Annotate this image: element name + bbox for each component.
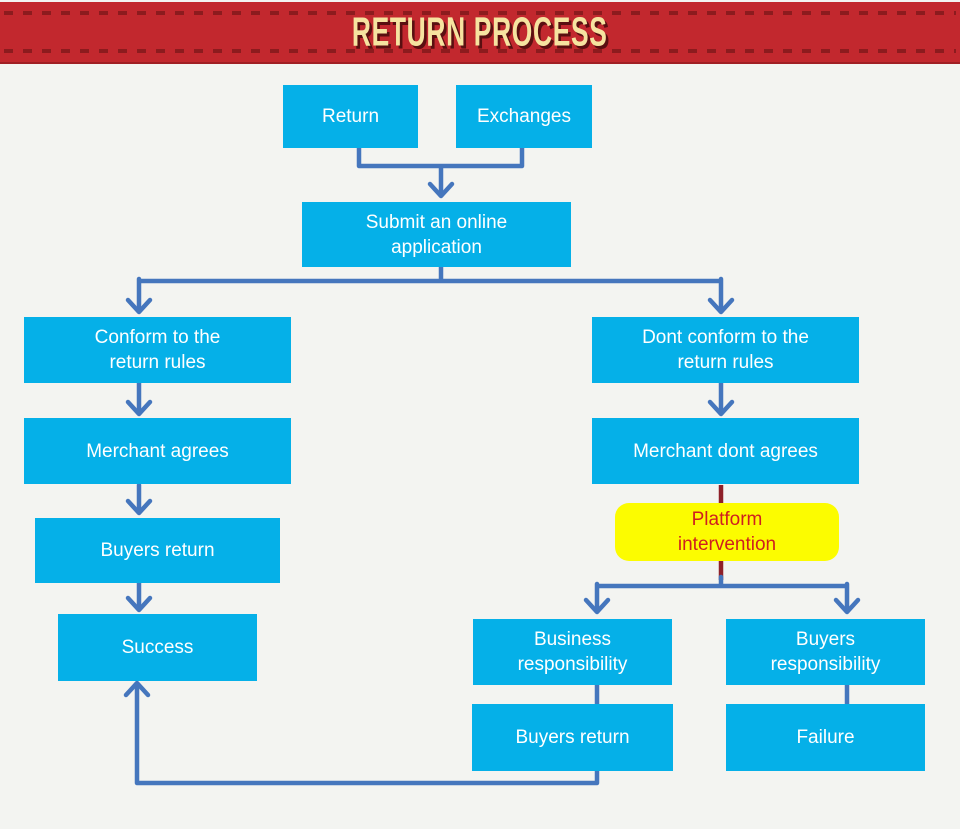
arrowhead-up-to-success [123, 680, 151, 698]
node-buyers-return-left: Buyers return [35, 518, 280, 583]
header-banner: RETURN PROCESS [0, 2, 960, 64]
node-submit-application: Submit an online application [302, 202, 571, 267]
arrowhead-to-buyers-responsibility [833, 597, 861, 615]
node-conform-rules: Conform to the return rules [24, 317, 291, 383]
node-buyers-return-bottom: Buyers return [472, 704, 673, 771]
node-buyers-responsibility: Buyers responsibility [726, 619, 925, 685]
connector-buyers-return-loop-to-success [134, 682, 600, 786]
connector-submit-split [136, 264, 724, 310]
node-return: Return [283, 85, 418, 148]
arrowhead-to-dont-conform [707, 297, 735, 315]
node-platform-intervention: Platform intervention [615, 503, 839, 561]
page-title: RETURN PROCESS [352, 9, 608, 54]
arrowhead-to-business-responsibility [583, 597, 611, 615]
node-merchant-dont-agrees: Merchant dont agrees [592, 418, 859, 484]
node-business-responsibility: Business responsibility [473, 619, 672, 685]
connector-return-exchanges-join [356, 145, 525, 197]
arrowhead-to-merchant-agrees [125, 399, 153, 417]
arrowhead-to-buyers-return-left [125, 498, 153, 516]
arrowhead-to-merchant-dont-agrees [707, 399, 735, 417]
banner-dashed-line-bottom [4, 49, 956, 53]
node-dont-conform-rules: Dont conform to the return rules [592, 317, 859, 383]
connector-platform-split [594, 574, 850, 611]
arrowhead-to-success [125, 595, 153, 613]
node-failure: Failure [726, 704, 925, 771]
banner-dashed-line-top [4, 11, 956, 15]
node-exchanges: Exchanges [456, 85, 592, 148]
arrowhead-to-submit [427, 181, 455, 199]
arrowhead-to-conform [125, 297, 153, 315]
node-merchant-agrees: Merchant agrees [24, 418, 291, 484]
node-success: Success [58, 614, 257, 681]
